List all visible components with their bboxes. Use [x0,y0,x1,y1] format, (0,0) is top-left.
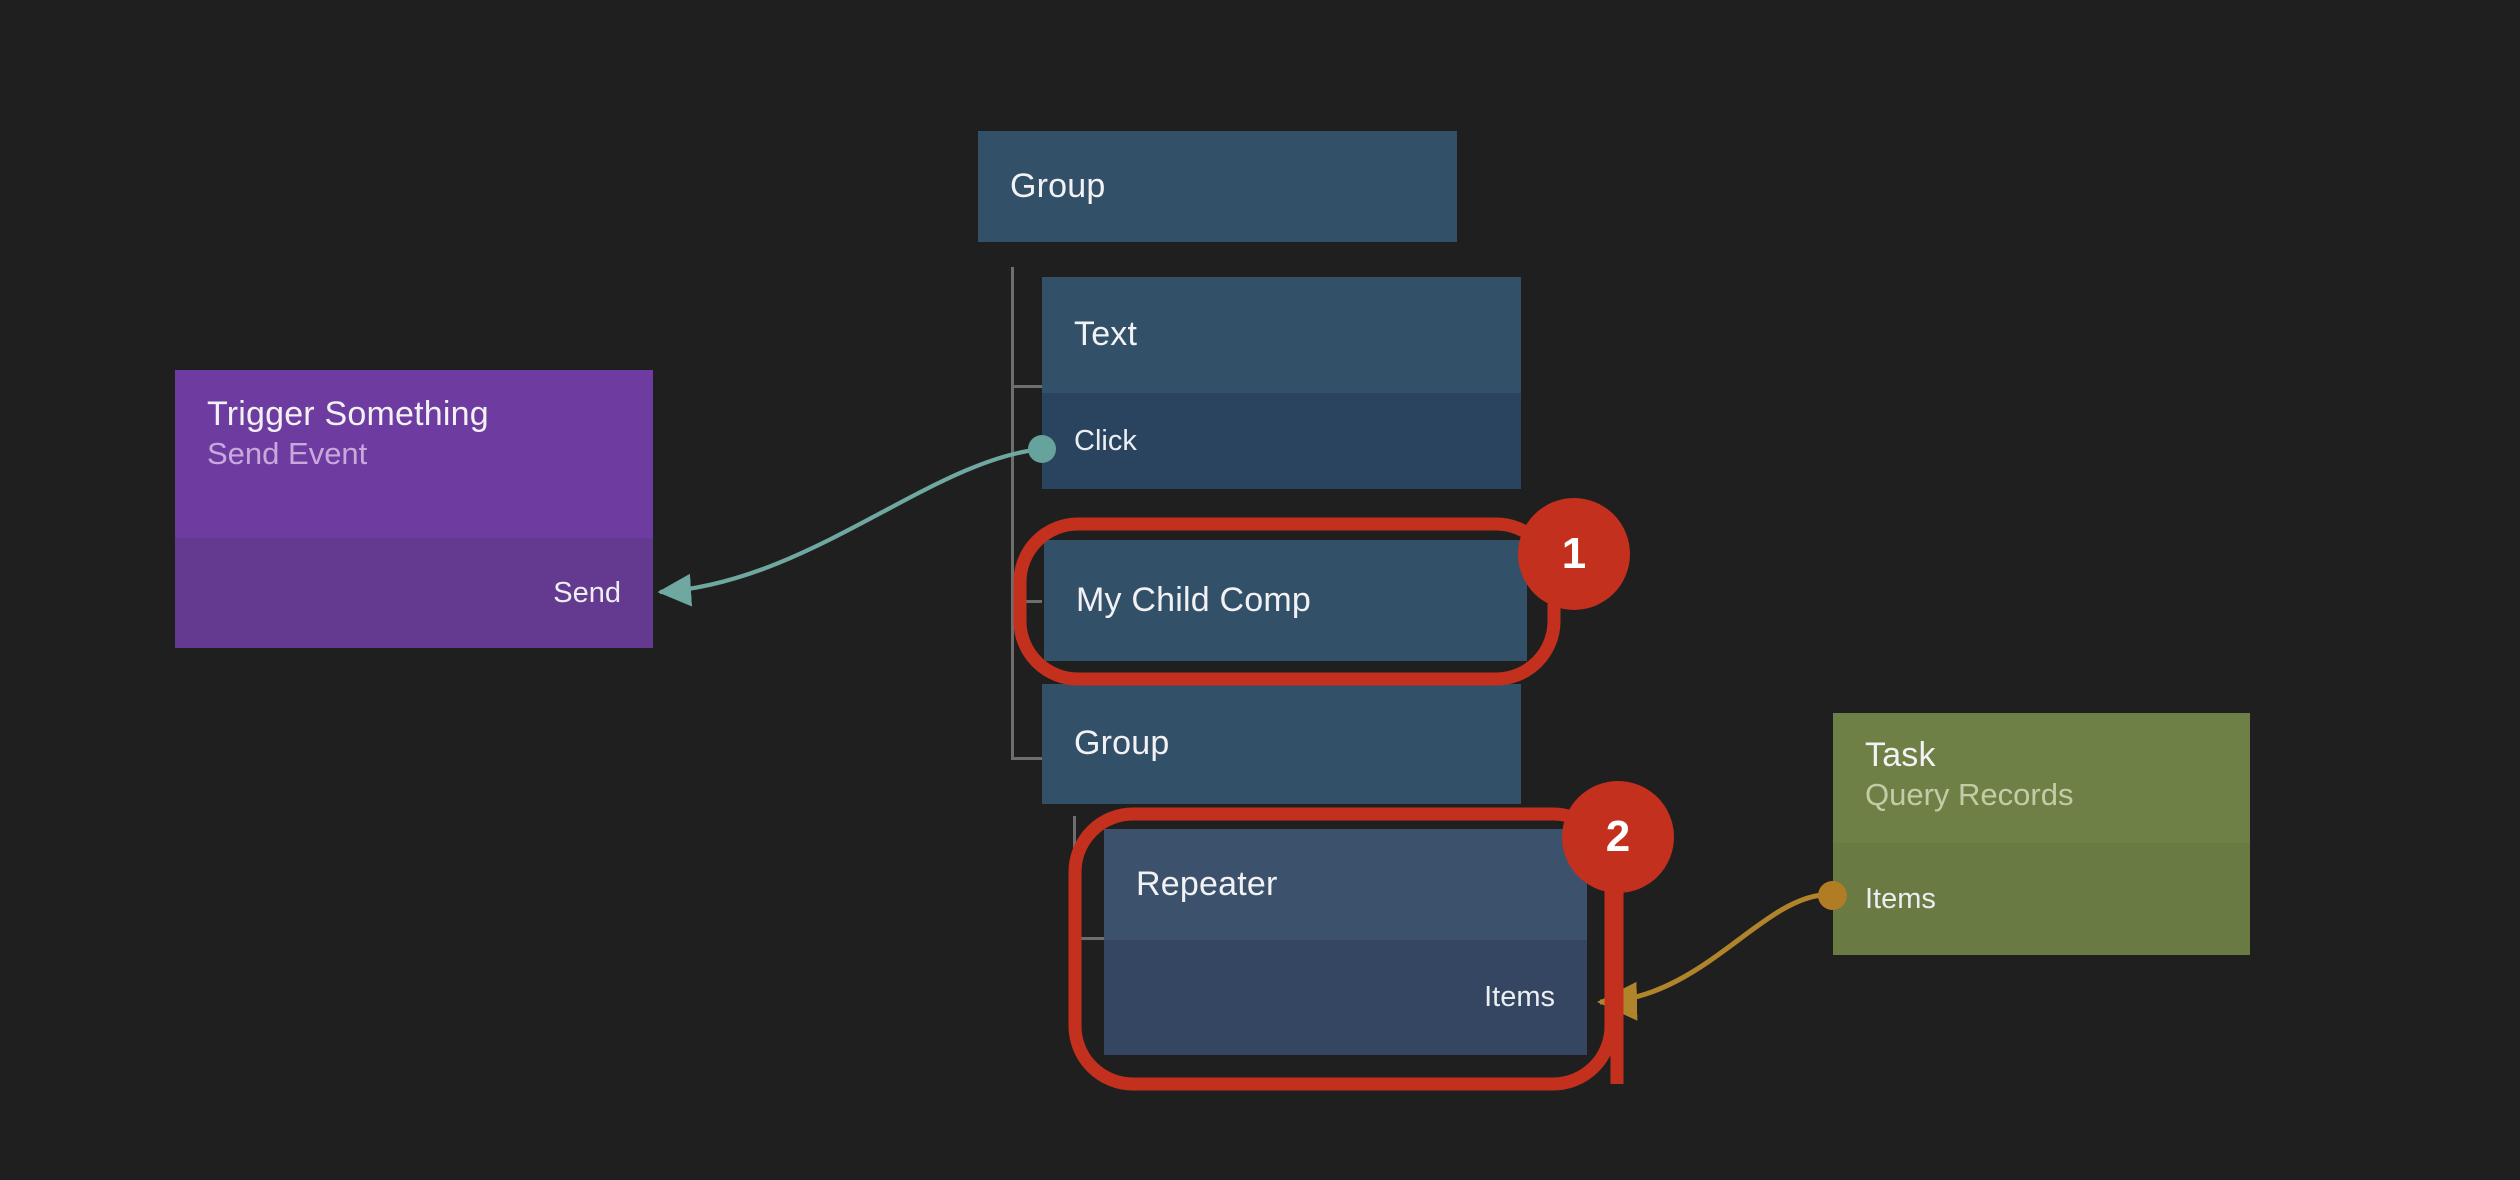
node-title: Group [1074,724,1170,763]
annotation-badge-2: 2 [1562,781,1674,893]
node-body: Click [1042,393,1521,489]
node-my-child-comp[interactable]: My Child Comp [1044,540,1527,661]
tree-guide-stub-text [1011,385,1042,388]
port-label: Items [1484,981,1555,1013]
node-header: My Child Comp [1044,540,1527,661]
node-title: My Child Comp [1076,580,1311,619]
node-repeater[interactable]: Repeater Items [1104,829,1587,1055]
port-row-click[interactable]: Click [1042,425,1521,458]
tree-guide-vertical-level1 [1011,267,1014,759]
node-header: Trigger Something Send Event [175,370,653,538]
node-group-inner[interactable]: Group [1042,684,1521,804]
node-body: Items [1833,843,2250,955]
node-text[interactable]: Text Click [1042,277,1521,489]
node-task[interactable]: Task Query Records Items [1833,713,2250,955]
port-label: Items [1865,882,1936,915]
node-title: Text [1074,315,1138,354]
port-label: Send [553,576,621,609]
node-title: Task [1865,736,1936,774]
port-row-items[interactable]: Items [1104,981,1587,1014]
node-title: Repeater [1136,864,1278,903]
node-header: Group [1042,684,1521,804]
port-row-send[interactable]: Send [175,577,653,610]
node-group-root[interactable]: Group [978,131,1457,242]
node-body: Send [175,538,653,648]
node-header: Group [978,131,1457,242]
port-dot-task-items[interactable] [1818,881,1847,910]
tree-guide-stub-child-comp [1011,600,1042,603]
port-dot-text-click[interactable] [1028,435,1056,463]
annotation-badge-label: 1 [1561,529,1587,578]
wire-click-to-send [657,446,1043,607]
node-header: Task Query Records [1833,713,2250,843]
node-trigger-something[interactable]: Trigger Something Send Event Send [175,370,653,648]
node-title: Group [1010,166,1106,205]
port-row-items[interactable]: Items [1833,883,2250,916]
tree-guide-stub-repeater [1073,937,1104,940]
node-body: Items [1104,940,1587,1055]
node-header: Text [1042,277,1521,393]
node-title: Trigger Something [207,395,489,433]
wire-task-items-to-repeater-items [1597,892,1824,1021]
node-subtitle: Send Event [207,436,368,472]
port-label: Click [1074,424,1137,457]
tree-guide-stub-group-inner [1011,757,1042,760]
node-subtitle: Query Records [1865,777,2074,813]
tree-guide-vertical-level2 [1073,816,1076,940]
annotation-badge-label: 2 [1605,812,1631,861]
annotation-badge-1: 1 [1518,498,1630,610]
node-header: Repeater [1104,829,1587,940]
